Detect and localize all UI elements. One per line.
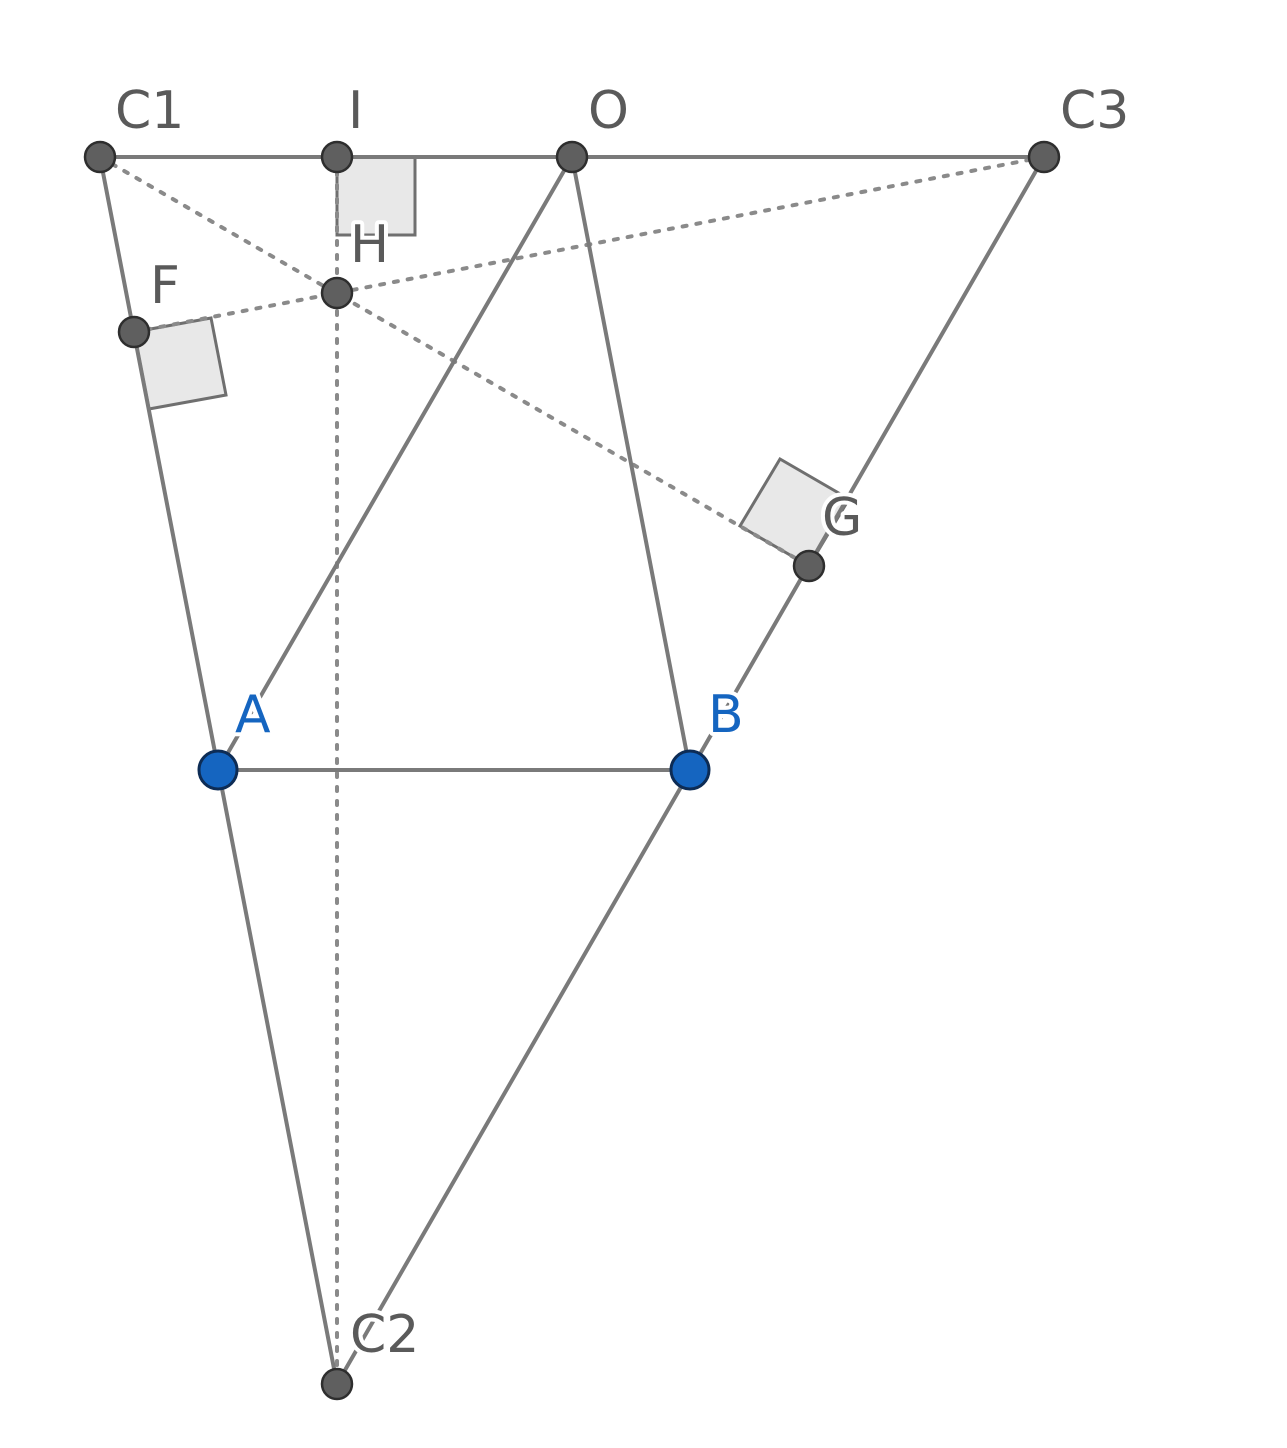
point-a[interactable]: [197, 749, 239, 791]
point-c3[interactable]: [1027, 140, 1061, 174]
point-g[interactable]: [792, 549, 826, 583]
label-b: B: [708, 685, 744, 745]
segment-o-b: [570, 155, 692, 772]
point-h[interactable]: [320, 276, 354, 310]
label-o: O: [588, 81, 629, 141]
right-angle-marker-i: [335, 155, 417, 237]
label-g: G: [822, 488, 862, 548]
label-a: A: [235, 685, 271, 745]
label-f: F: [150, 256, 180, 316]
point-o[interactable]: [555, 140, 589, 174]
label-i: I: [348, 81, 363, 141]
label-c3: C3: [1060, 81, 1129, 141]
label-c1: C1: [115, 81, 184, 141]
point-i[interactable]: [320, 140, 354, 174]
point-c1[interactable]: [83, 140, 117, 174]
point-c2[interactable]: [320, 1367, 354, 1401]
label-h: H: [350, 215, 389, 275]
label-c2: C2: [350, 1305, 419, 1365]
segment-o-a: [216, 155, 574, 772]
point-b[interactable]: [669, 749, 711, 791]
point-f[interactable]: [117, 315, 151, 349]
